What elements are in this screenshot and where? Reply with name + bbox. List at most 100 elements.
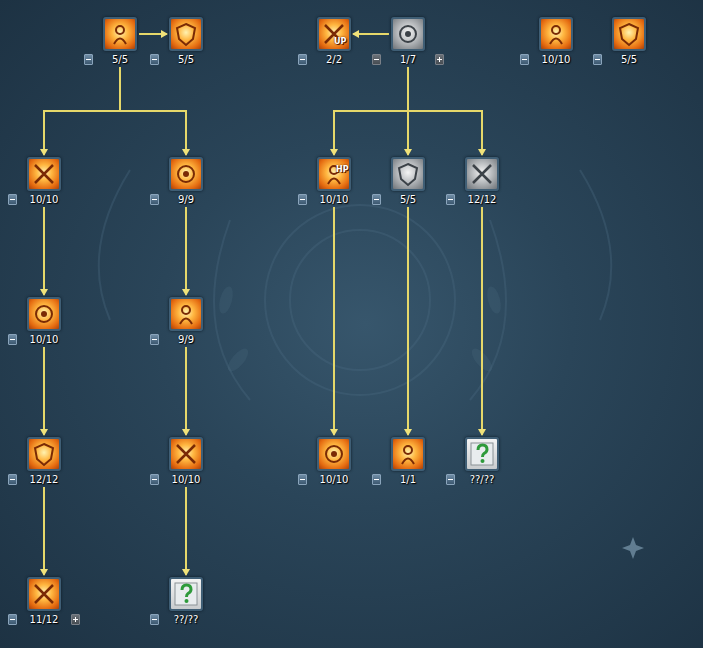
skill-level: 12/12 bbox=[462, 194, 502, 206]
skill-icon-art bbox=[467, 159, 497, 189]
skill-icon-art bbox=[467, 439, 497, 469]
skill-icon-art bbox=[29, 439, 59, 469]
skill-icon-art bbox=[319, 439, 349, 469]
skill-node: 9/9 bbox=[166, 297, 206, 346]
skill-icon bbox=[391, 437, 425, 471]
skill-level: 5/5 bbox=[166, 54, 206, 66]
skill-connector bbox=[43, 347, 45, 435]
skill-connector bbox=[139, 33, 167, 35]
skill-icon bbox=[103, 17, 137, 51]
minus-button bbox=[150, 54, 159, 65]
icon-caption: UP bbox=[334, 37, 346, 46]
minus-button bbox=[150, 474, 159, 485]
skill-level: 11/12 bbox=[24, 614, 64, 626]
skill-connector bbox=[353, 33, 389, 35]
minus-button bbox=[372, 474, 381, 485]
minus-button bbox=[298, 474, 307, 485]
skill-connector bbox=[185, 347, 187, 435]
skill-node: ??/?? bbox=[462, 437, 502, 486]
skill-node: 12/12 bbox=[462, 157, 502, 206]
plus-button bbox=[71, 614, 80, 625]
skill-level: 10/10 bbox=[24, 334, 64, 346]
skill-node: 9/9 bbox=[166, 157, 206, 206]
skill-icon bbox=[317, 437, 351, 471]
minus-button bbox=[150, 614, 159, 625]
skill-level: 9/9 bbox=[166, 194, 206, 206]
skill-node: 10/10 bbox=[166, 437, 206, 486]
skill-icon bbox=[391, 157, 425, 191]
skill-connector bbox=[333, 207, 335, 435]
skill-level: 12/12 bbox=[24, 474, 64, 486]
skill-icon bbox=[612, 17, 646, 51]
skill-connector bbox=[481, 207, 483, 435]
minus-button bbox=[446, 474, 455, 485]
skill-node: 10/10 bbox=[314, 157, 354, 206]
skill-node: 11/12 bbox=[24, 577, 64, 626]
skill-icon-art bbox=[171, 159, 201, 189]
skill-icon bbox=[465, 157, 499, 191]
skill-connector bbox=[185, 207, 187, 295]
skill-icon-art bbox=[393, 159, 423, 189]
minus-button bbox=[8, 614, 17, 625]
skill-node: 1/7 bbox=[388, 17, 428, 66]
skill-icon-art bbox=[29, 299, 59, 329]
skill-node: 5/5 bbox=[166, 17, 206, 66]
minus-button bbox=[372, 194, 381, 205]
skill-level: 10/10 bbox=[314, 194, 354, 206]
skill-icon-art bbox=[29, 579, 59, 609]
skill-level: 2/2 bbox=[314, 54, 354, 66]
skill-node: 5/5 bbox=[100, 17, 140, 66]
skill-icon bbox=[169, 577, 203, 611]
plus-button bbox=[435, 54, 444, 65]
skill-connector bbox=[43, 207, 45, 295]
skill-level: 5/5 bbox=[388, 194, 428, 206]
skill-node: 10/10 bbox=[536, 17, 576, 66]
skill-icon bbox=[169, 157, 203, 191]
skill-level: 10/10 bbox=[314, 474, 354, 486]
skill-icon-art bbox=[393, 19, 423, 49]
minus-button bbox=[84, 54, 93, 65]
skill-level: 9/9 bbox=[166, 334, 206, 346]
skill-icon-art bbox=[541, 19, 571, 49]
skill-level: 1/1 bbox=[388, 474, 428, 486]
skill-node: 10/10 bbox=[24, 297, 64, 346]
skill-icon bbox=[465, 437, 499, 471]
skill-level: ??/?? bbox=[462, 474, 502, 486]
skill-node: 1/1 bbox=[388, 437, 428, 486]
skill-icon-art bbox=[171, 299, 201, 329]
skill-level: 10/10 bbox=[166, 474, 206, 486]
skill-icon-art bbox=[171, 19, 201, 49]
skill-icon-art bbox=[29, 159, 59, 189]
minus-button bbox=[150, 334, 159, 345]
skill-icon-art bbox=[393, 439, 423, 469]
skill-connector bbox=[408, 67, 482, 155]
skill-icon bbox=[317, 157, 351, 191]
minus-button bbox=[8, 334, 17, 345]
skill-level: 5/5 bbox=[100, 54, 140, 66]
skill-icon bbox=[169, 17, 203, 51]
skill-icon-art bbox=[171, 439, 201, 469]
skill-icon-art bbox=[171, 579, 201, 609]
minus-button bbox=[520, 54, 529, 65]
minus-button bbox=[372, 54, 381, 65]
skill-icon bbox=[27, 297, 61, 331]
skill-connector bbox=[44, 67, 120, 155]
minus-button bbox=[298, 194, 307, 205]
skill-connector bbox=[43, 487, 45, 575]
skill-level: 1/7 bbox=[388, 54, 428, 66]
skill-connector bbox=[334, 67, 408, 155]
skill-level: 10/10 bbox=[24, 194, 64, 206]
skill-icon bbox=[539, 17, 573, 51]
skill-icon bbox=[27, 157, 61, 191]
skill-icon bbox=[391, 17, 425, 51]
skill-connector bbox=[185, 487, 187, 575]
minus-button bbox=[298, 54, 307, 65]
minus-button bbox=[446, 194, 455, 205]
skill-node: 10/10 bbox=[314, 437, 354, 486]
skill-node: 10/10 bbox=[24, 157, 64, 206]
minus-button bbox=[8, 474, 17, 485]
skill-icon-art bbox=[319, 159, 349, 189]
